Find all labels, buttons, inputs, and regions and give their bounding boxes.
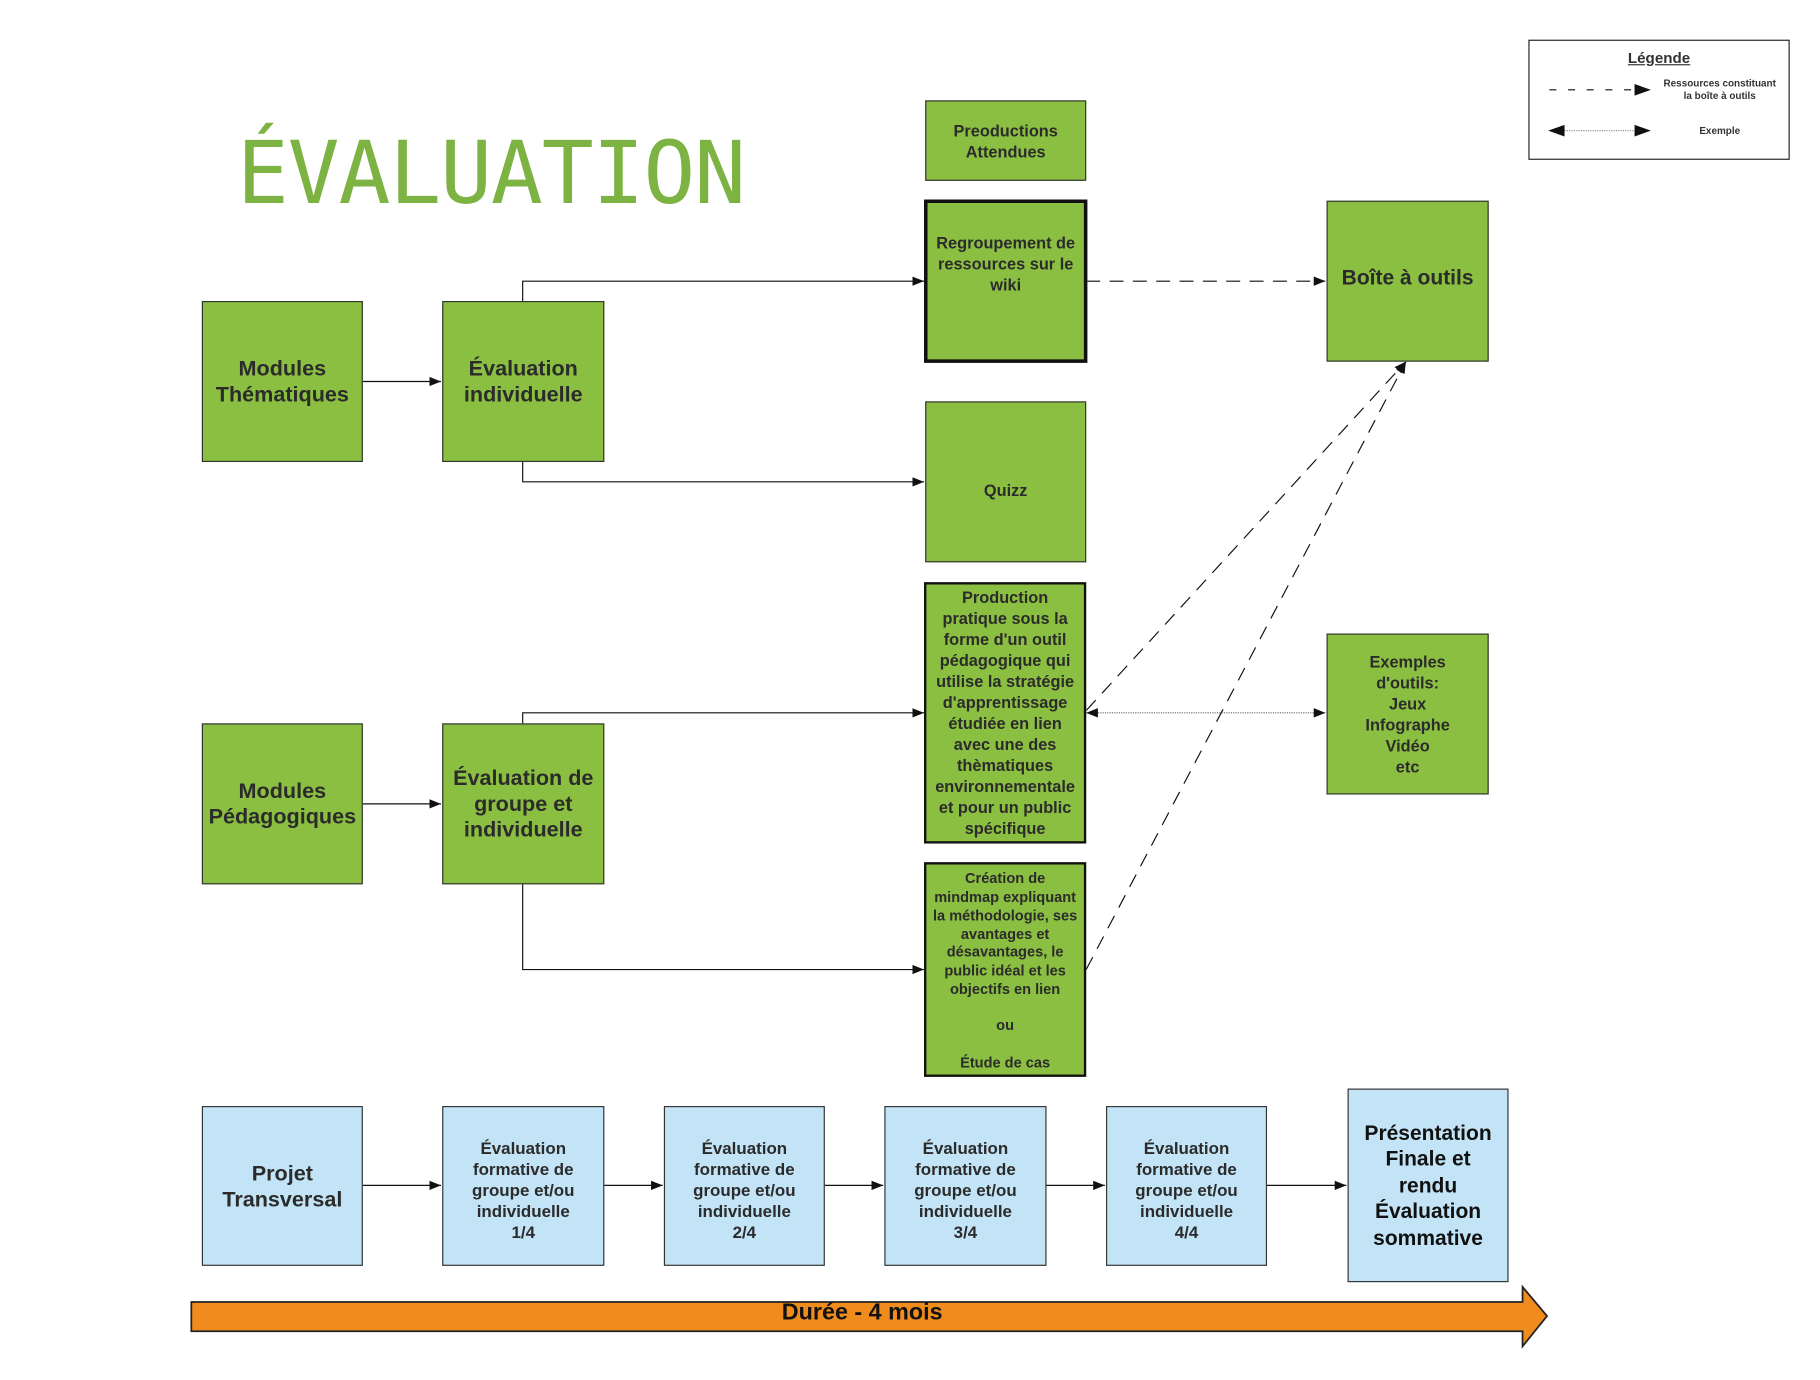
box-modules-pedagogiques: Modules Pédagogiques xyxy=(201,723,363,885)
box-evaluation-groupe: Évaluation de groupe et individuelle xyxy=(442,723,605,885)
timeline-label: Durée - 4 mois xyxy=(781,1299,943,1326)
box-creation-mindmap: Création de mindmap expliquant la méthod… xyxy=(924,862,1087,1077)
legend-arrowhead xyxy=(1634,84,1651,96)
arrow-eval-to-regroupement xyxy=(522,276,925,302)
box-eval-formative-1: Évaluation formative de groupe et/ou ind… xyxy=(442,1106,605,1266)
arrow-evalgroupe-to-creation xyxy=(522,883,925,975)
box-regroupement-wiki: Regroupement de ressources sur le wiki xyxy=(924,199,1088,363)
box-eval-formative-3: Évaluation formative de groupe et/ou ind… xyxy=(884,1106,1047,1266)
legend: Légende Ressources constituant la boîte … xyxy=(1528,39,1790,160)
legend-label-ressources: Ressources constituant la boîte à outils xyxy=(1663,77,1776,102)
box-eval-formative-2: Évaluation formative de groupe et/ou ind… xyxy=(663,1106,825,1266)
dashed-production-to-boite xyxy=(1085,361,1407,711)
box-quizz: Quizz xyxy=(925,401,1087,563)
arrow-evalgroupe-to-production xyxy=(522,708,925,724)
box-modules-thematiques: Modules Thématiques xyxy=(201,301,363,463)
legend-heading: Légende xyxy=(1627,49,1691,67)
dashed-creation-to-boite xyxy=(1085,361,1407,970)
box-presentation-finale: Présentation Finale et rendu Évaluation … xyxy=(1347,1088,1509,1283)
legend-symbols xyxy=(1548,84,1651,137)
box-evaluation-individuelle: Évaluation individuelle xyxy=(442,301,605,463)
page-title: ÉVALUATION xyxy=(236,123,746,225)
legend-label-exemple: Exemple xyxy=(1699,124,1741,137)
box-projet-transversal: Projet Transversal xyxy=(201,1106,363,1266)
box-production-pratique: Production pratique sous la forme d'un o… xyxy=(924,582,1087,844)
box-productions-attendues: Preoductions Attendues xyxy=(925,100,1087,181)
box-eval-formative-4: Évaluation formative de groupe et/ou ind… xyxy=(1106,1106,1268,1266)
arrow-eval-to-quizz xyxy=(522,460,925,487)
box-exemples-outils: Exemples d'outils: Jeux Infographe Vidéo… xyxy=(1326,633,1489,795)
timeline-arrow xyxy=(190,1284,1549,1349)
box-boite-a-outils: Boîte à outils xyxy=(1326,200,1489,362)
